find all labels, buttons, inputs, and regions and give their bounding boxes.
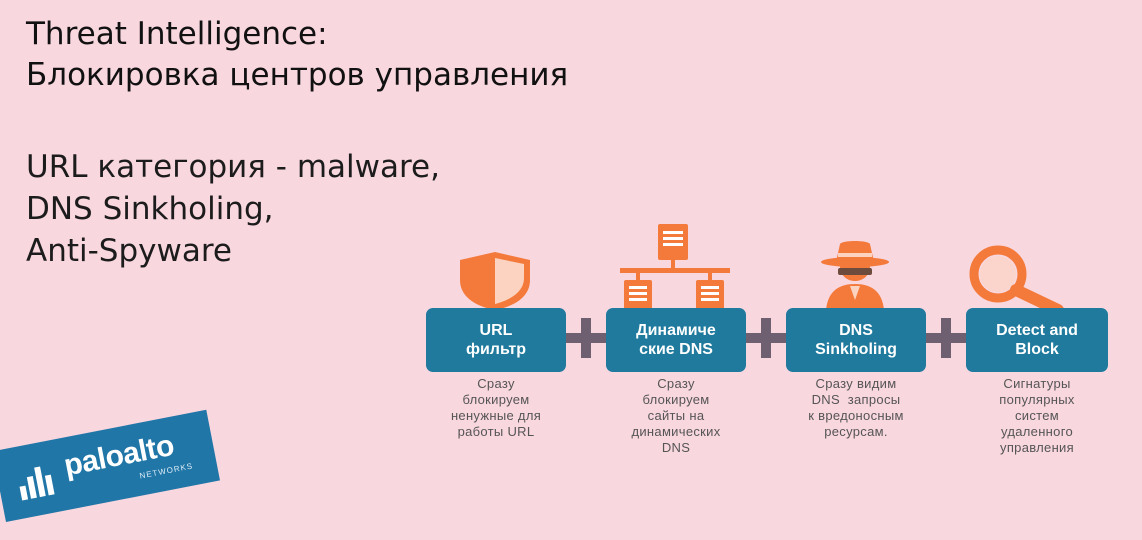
plus-icon (746, 318, 786, 358)
title-line-2: Блокировка центров управления (26, 57, 569, 93)
plus-icon (566, 318, 606, 358)
step-label: DNS (839, 322, 873, 339)
step-description: Сразу видим DNS запросы к вредоносным ре… (808, 376, 904, 439)
bullet-item: Anti-Spyware (26, 233, 232, 269)
step-description: Сигнатуры популярных систем удаленного у… (999, 376, 1075, 455)
spy-icon (821, 241, 889, 310)
step-label: Динамиче (636, 322, 716, 339)
step-label: фильтр (465, 341, 527, 358)
bullet-item: DNS Sinkholing, (26, 191, 274, 227)
step-description: Сразу блокируем ненужные для работы URL (450, 376, 542, 439)
step-box-url-filter: URL фильтр (426, 308, 566, 372)
step-box-dynamic-dns: Динамиче ские DNS (606, 308, 746, 372)
shield-icon (460, 252, 530, 310)
step-box-detect-block: Detect and Block (966, 308, 1108, 372)
paloalto-logo: paloalto NETWORKS (0, 409, 220, 522)
step-label: Detect and (996, 322, 1078, 339)
step-box-dns-sinkholing: DNS Sinkholing (786, 308, 926, 372)
server-network-icon (620, 224, 730, 313)
paloalto-mark-icon (19, 466, 55, 501)
magnifier-icon (969, 245, 1064, 314)
step-description: Сразу блокируем сайты на динамических DN… (631, 376, 721, 455)
bullet-item: URL категория - malware, (26, 149, 440, 185)
plus-icon (926, 318, 966, 358)
step-label: URL (479, 322, 513, 339)
bullet-list: URL категория - malware, DNS Sinkholing,… (26, 146, 440, 272)
slide-title: Threat Intelligence: Блокировка центров … (26, 14, 568, 96)
title-line-1: Threat Intelligence: (26, 16, 328, 52)
step-label: Sinkholing (815, 341, 897, 358)
step-label: ские DNS (639, 341, 713, 358)
step-label: Block (1015, 341, 1059, 358)
